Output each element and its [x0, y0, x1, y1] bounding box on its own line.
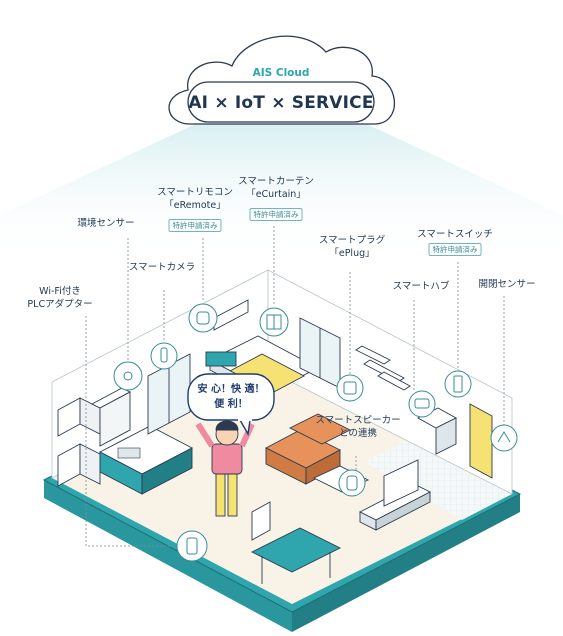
- cloud-shape: [168, 35, 395, 125]
- entrance-door: [469, 403, 493, 479]
- environment-sensor-icon: [113, 361, 143, 391]
- smart-switch-icon: [444, 370, 472, 398]
- label-smart-plug-line1: スマートプラグ: [318, 235, 386, 246]
- speech-bubble-line1: 安 心！快 適！: [197, 384, 265, 395]
- sofa: [265, 413, 352, 485]
- speech-bubble: [187, 373, 275, 437]
- label-smart-remote: スマートリモコン 「eRemote」: [157, 186, 233, 212]
- callout-lines: [85, 226, 505, 547]
- desk: [250, 501, 342, 584]
- cloud-title: AI × IoT × SERVICE: [188, 93, 374, 113]
- smart-camera-icon: [150, 342, 178, 370]
- label-smart-plug-line2: 「ePlug」: [329, 248, 375, 259]
- tv-stand: [359, 459, 431, 531]
- label-wifi-plc-line1: Wi-Fi付き: [39, 286, 81, 297]
- device-icons: [113, 303, 518, 562]
- label-smart-curtain-line1: スマートカーテン: [238, 176, 314, 187]
- patent-badge-remote: 特許申請済み: [168, 219, 222, 232]
- label-smart-switch: スマートスイッチ: [417, 229, 493, 240]
- label-door-sensor: 開閉センサー: [478, 279, 536, 290]
- wall-shelves: [355, 345, 411, 391]
- cloud-light-beam: [0, 122, 563, 260]
- person: [195, 420, 255, 517]
- label-smart-remote-line1: スマートリモコン: [157, 187, 233, 198]
- kitchen-counter: [91, 387, 193, 495]
- cloud-subtitle: AIS Cloud: [252, 67, 310, 79]
- smart-curtain-icon: [259, 307, 289, 337]
- label-wifi-plc: Wi-Fi付き PLCアダプター: [27, 285, 92, 311]
- smart-plug-icon: [336, 374, 364, 402]
- patent-badge-curtain: 特許申請済み: [249, 208, 303, 221]
- wifi-plc-adapter-icon: [176, 530, 208, 562]
- label-env-sensor: 環境センサー: [77, 218, 135, 229]
- label-smart-speaker-line1: スマートスピーカー: [315, 415, 401, 426]
- wall-cabinets: [57, 397, 101, 487]
- label-smart-camera: スマートカメラ: [128, 262, 196, 273]
- patent-badge-switch: 特許申請済み: [428, 243, 482, 256]
- house-floor: [42, 365, 522, 632]
- door-sensor-icon: [490, 424, 518, 452]
- smart-hub-icon: [408, 390, 436, 418]
- speech-bubble-text: 安 心！快 適！ 便 利！: [198, 382, 265, 412]
- smart-remote-icon: [188, 303, 218, 333]
- smart-speaker-icon: [338, 469, 366, 497]
- label-smart-speaker: スマートスピーカー との連携: [315, 414, 400, 440]
- label-smart-remote-line2: 「eRemote」: [164, 200, 226, 211]
- label-wifi-plc-line2: PLCアダプター: [27, 299, 93, 310]
- label-smart-curtain: スマートカーテン 「eCurtain」: [238, 175, 314, 201]
- label-smart-plug: スマートプラグ 「ePlug」: [319, 234, 385, 260]
- label-smart-curtain-line2: 「eCurtain」: [246, 189, 306, 200]
- speech-bubble-line2: 便 利！: [214, 399, 248, 410]
- label-smart-speaker-line2: との連携: [339, 428, 377, 439]
- label-smart-hub: スマートハブ: [392, 281, 450, 292]
